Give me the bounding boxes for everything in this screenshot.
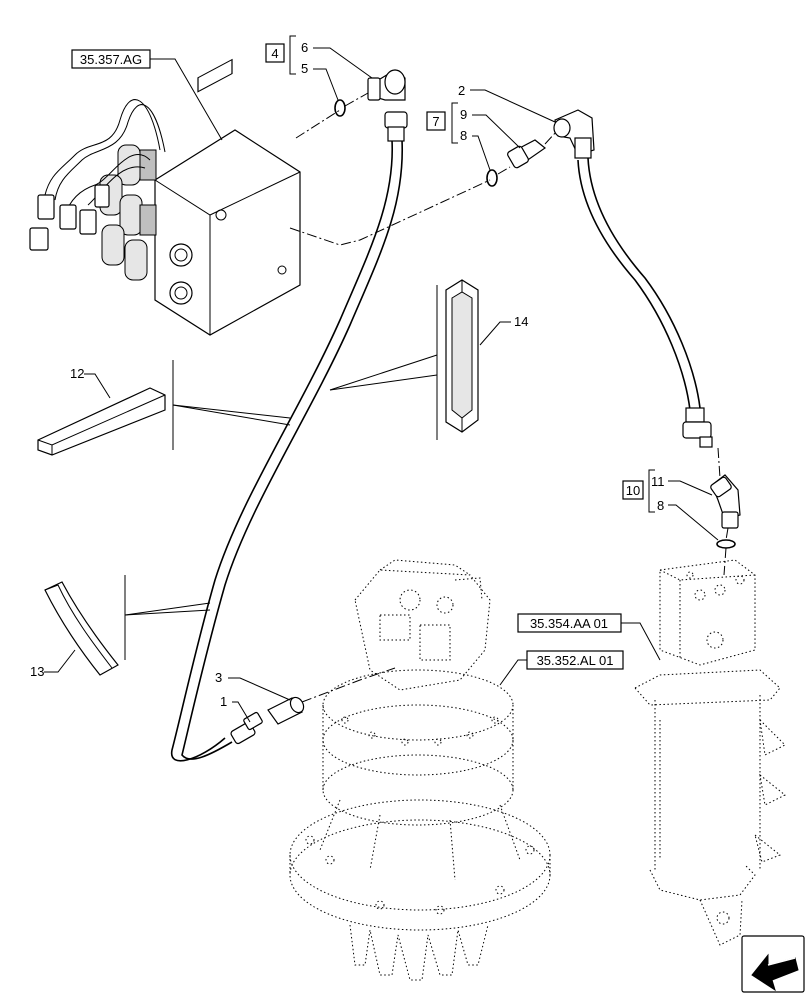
svg-text:6: 6 [301,40,308,55]
callout-3: 3 [215,670,291,701]
valve-block [29,58,491,336]
hose-end-fitting-1 [230,711,263,745]
callout-1: 1 [220,694,251,723]
reference-rotary-joint[interactable]: 35.354.AA 01 [517,613,661,661]
svg-text:4: 4 [271,46,278,61]
guard-12: 12 [37,360,291,456]
elbow-fitting-6 [367,69,406,101]
svg-text:2: 2 [458,83,465,98]
adapter-9 [507,139,547,169]
o-ring-5 [334,99,346,117]
o-ring-8-bottom [716,539,736,549]
svg-text:35.357.AG: 35.357.AG [80,52,142,67]
solenoid-cartridges [99,144,157,281]
hose-left [171,111,408,762]
elbow-fitting-2 [553,109,595,159]
elbow-fitting-11 [710,474,741,529]
adapter-3 [267,696,305,725]
hose-right [577,157,713,448]
svg-text:9: 9 [460,107,467,122]
kit-7-bracket[interactable]: 7 9 8 [426,102,521,171]
reference-swing-motor[interactable]: 35.352.AL 01 [499,650,624,686]
svg-text:14: 14 [514,314,528,329]
svg-text:5: 5 [301,61,308,76]
swing-motor [289,559,551,981]
svg-text:8: 8 [657,498,664,513]
svg-text:3: 3 [215,670,222,685]
kit-4-bracket[interactable]: 4 6 5 [265,35,373,101]
svg-text:8: 8 [460,128,467,143]
rotary-joint [634,559,786,946]
guard-13: 13 [30,575,211,679]
svg-text:13: 13 [30,664,44,679]
svg-text:10: 10 [626,483,640,498]
svg-text:12: 12 [70,366,84,381]
channel-14: 14 [329,279,528,440]
svg-text:1: 1 [220,694,227,709]
svg-text:35.352.AL 01: 35.352.AL 01 [537,653,614,668]
wiring-harness [29,99,166,251]
o-ring-8-top [486,169,498,187]
callout-2: 2 [458,83,556,123]
svg-text:11: 11 [651,474,665,489]
kit-10-bracket[interactable]: 10 11 8 [622,469,719,541]
svg-text:7: 7 [432,114,439,129]
reference-valve-block[interactable]: 35.357.AG [71,49,223,141]
arrow-icon[interactable] [741,935,805,993]
svg-text:35.354.AA 01: 35.354.AA 01 [530,616,608,631]
